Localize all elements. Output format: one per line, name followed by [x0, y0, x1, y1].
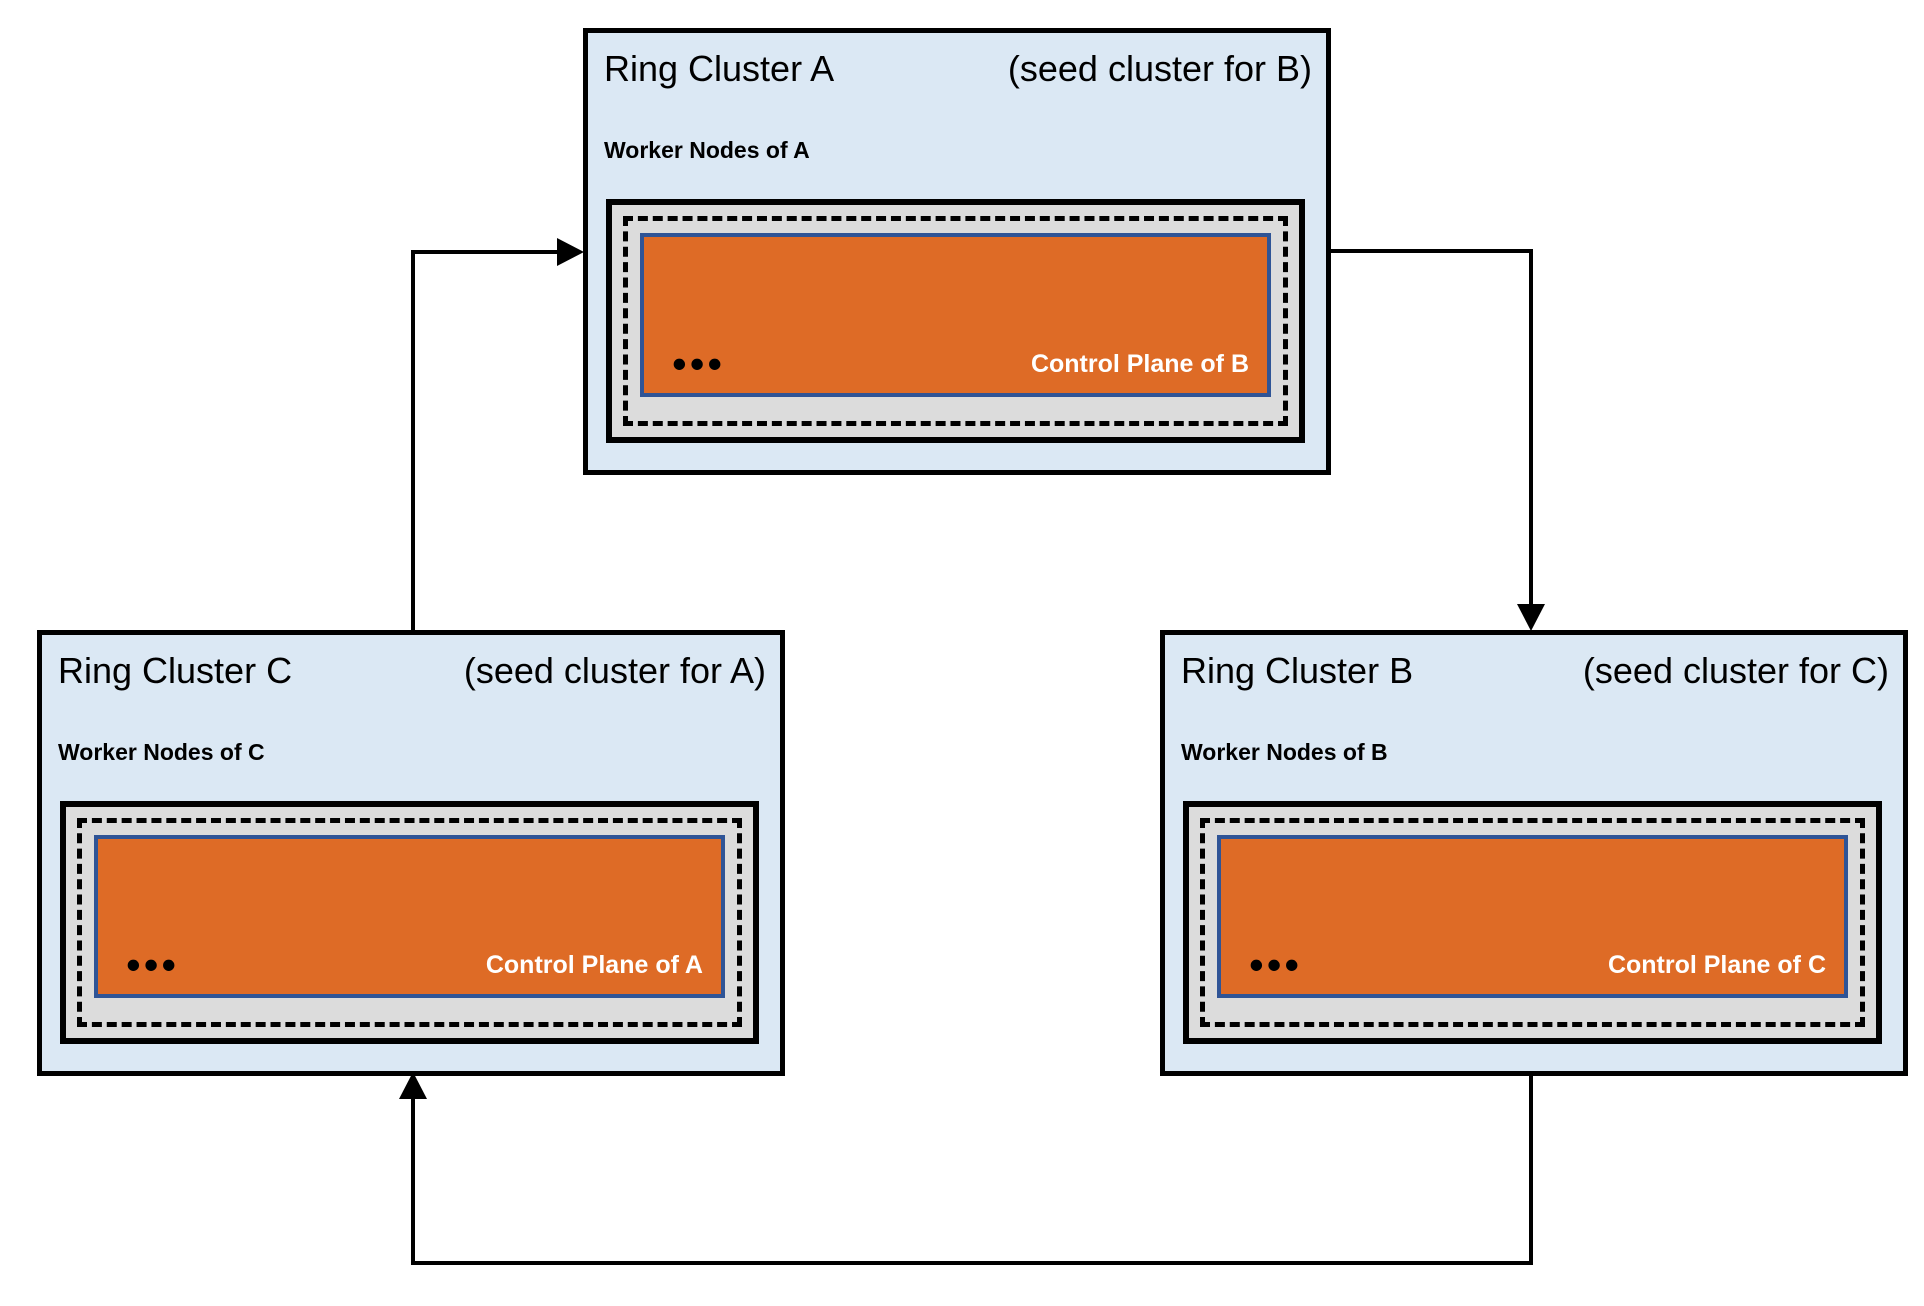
- ellipsis-dots: •••: [672, 340, 726, 388]
- arrow-a-to-b-arrowhead: [1517, 604, 1545, 631]
- ellipsis-dots: •••: [1249, 941, 1303, 989]
- arrow-c-to-a-vertical-segment: [411, 250, 415, 630]
- cluster-b-control-plane-box: ••• Control Plane of C: [1217, 835, 1848, 998]
- cluster-c-seed-note: (seed cluster for A): [463, 650, 766, 691]
- cluster-a-seed-note: (seed cluster for B): [1007, 48, 1312, 89]
- arrow-b-to-c-down-segment: [1529, 1076, 1533, 1265]
- arrow-c-to-a-arrowhead: [557, 238, 584, 266]
- cluster-c-title-row: Ring Cluster C (seed cluster for A): [58, 649, 766, 692]
- arrow-a-to-b-horizontal-segment: [1331, 249, 1531, 253]
- cluster-a-title: Ring Cluster A: [604, 48, 835, 89]
- cluster-a: Ring Cluster A (seed cluster for B) Work…: [583, 28, 1331, 475]
- cluster-b-dashed-boundary: ••• Control Plane of C: [1200, 818, 1865, 1027]
- cluster-c: Ring Cluster C (seed cluster for A) Work…: [37, 630, 785, 1076]
- cluster-a-worker-nodes-label: Worker Nodes of A: [604, 137, 810, 163]
- cluster-b-title: Ring Cluster B: [1181, 650, 1414, 691]
- cluster-b-worker-nodes-label: Worker Nodes of B: [1181, 739, 1388, 765]
- cluster-b-worker-nodes-box: ••• Control Plane of C: [1183, 801, 1882, 1044]
- cluster-b: Ring Cluster B (seed cluster for C) Work…: [1160, 630, 1908, 1076]
- arrow-b-to-c-arrowhead: [399, 1072, 427, 1099]
- cluster-a-control-plane-label: Control Plane of B: [1030, 350, 1249, 378]
- cluster-a-worker-nodes-box: ••• Control Plane of B: [606, 199, 1305, 443]
- cluster-c-dashed-boundary: ••• Control Plane of A: [77, 818, 742, 1027]
- arrow-a-to-b-vertical-segment: [1529, 249, 1533, 606]
- cluster-c-control-plane-box: ••• Control Plane of A: [94, 835, 725, 998]
- cluster-c-worker-nodes-box: ••• Control Plane of A: [60, 801, 759, 1044]
- cluster-b-title-row: Ring Cluster B (seed cluster for C): [1181, 649, 1889, 692]
- cluster-a-dashed-boundary: ••• Control Plane of B: [623, 216, 1288, 426]
- arrow-b-to-c-horizontal-segment: [411, 1261, 1533, 1265]
- ellipsis-dots: •••: [126, 941, 180, 989]
- arrow-c-to-a-horizontal-segment: [411, 250, 557, 254]
- cluster-a-control-plane-box: ••• Control Plane of B: [640, 233, 1271, 397]
- cluster-c-title: Ring Cluster C: [58, 650, 293, 691]
- cluster-c-control-plane-label: Control Plane of A: [485, 951, 703, 979]
- arrow-b-to-c-up-segment: [411, 1099, 415, 1265]
- cluster-c-worker-nodes-label: Worker Nodes of C: [58, 739, 265, 765]
- cluster-b-seed-note: (seed cluster for C): [1582, 650, 1889, 691]
- cluster-b-control-plane-label: Control Plane of C: [1607, 951, 1826, 979]
- cluster-a-title-row: Ring Cluster A (seed cluster for B): [604, 47, 1312, 90]
